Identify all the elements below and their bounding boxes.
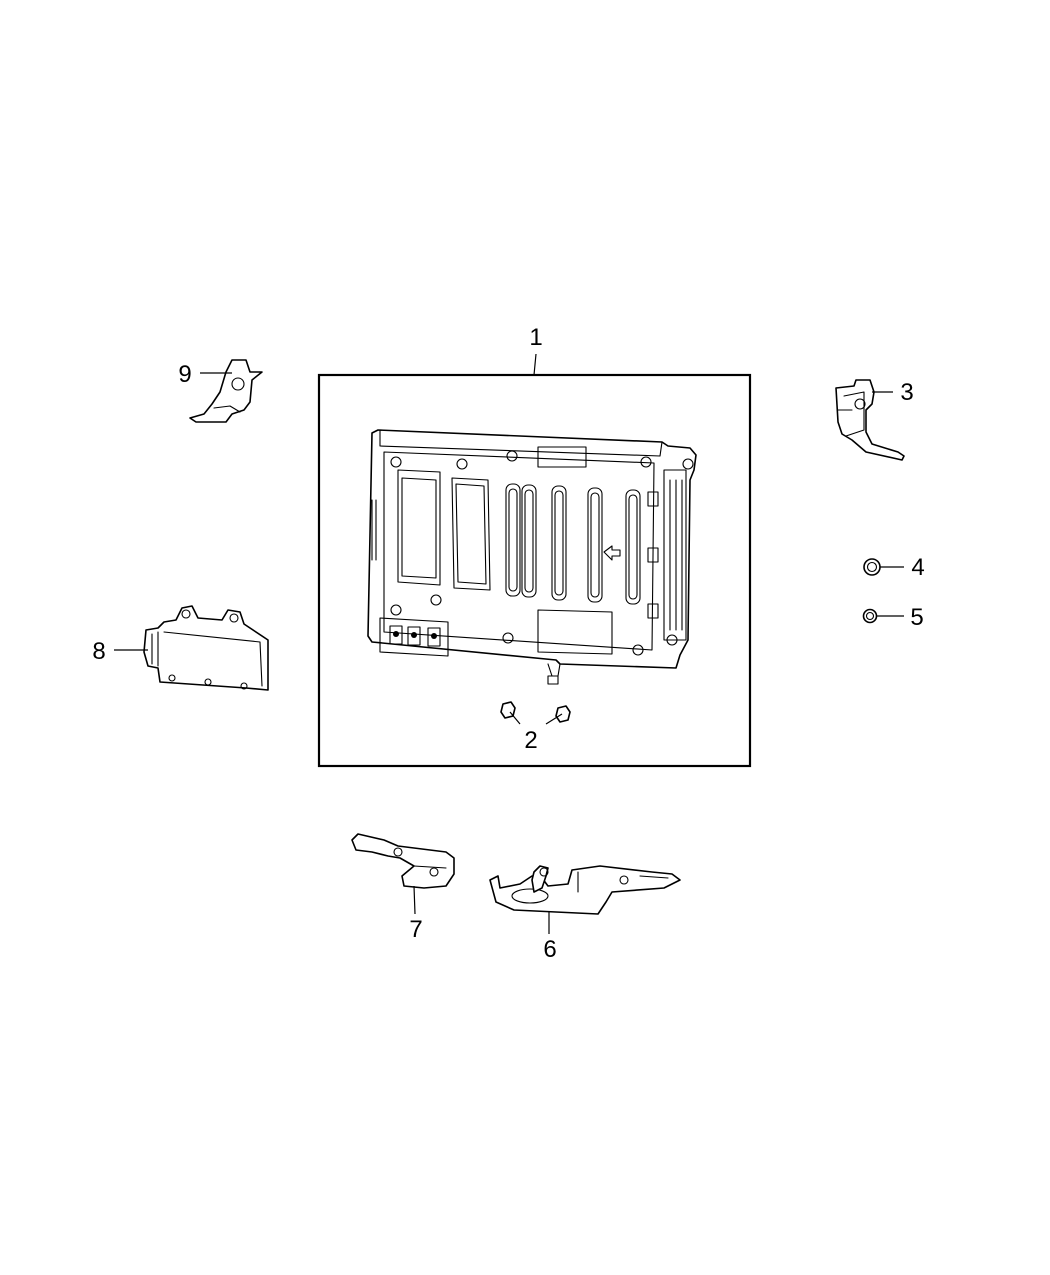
leader-7: [413, 885, 416, 915]
part-6-bracket: [489, 865, 681, 915]
part-4-washer: [863, 558, 881, 576]
callout-7: 7: [409, 916, 422, 943]
callout-4: 4: [911, 554, 924, 581]
part-9-bracket: [189, 359, 263, 423]
callout-5: 5: [910, 604, 923, 631]
part-8-shield: [143, 605, 269, 691]
part-3-bracket: [835, 379, 905, 461]
callout-3: 3: [900, 379, 913, 406]
callout-6: 6: [543, 936, 556, 963]
callout-1: 1: [529, 324, 542, 351]
callout-2: 2: [524, 727, 537, 754]
part-2-nuts: [500, 701, 571, 723]
callout-9: 9: [178, 361, 191, 388]
leader-2b: [545, 713, 563, 725]
callout-8: 8: [92, 638, 105, 665]
part-1-control-module: [367, 429, 697, 685]
leader-2a: [509, 711, 521, 725]
part-7-bracket: [351, 833, 455, 889]
leader-1: [533, 353, 537, 376]
part-5-washer: [862, 608, 878, 624]
